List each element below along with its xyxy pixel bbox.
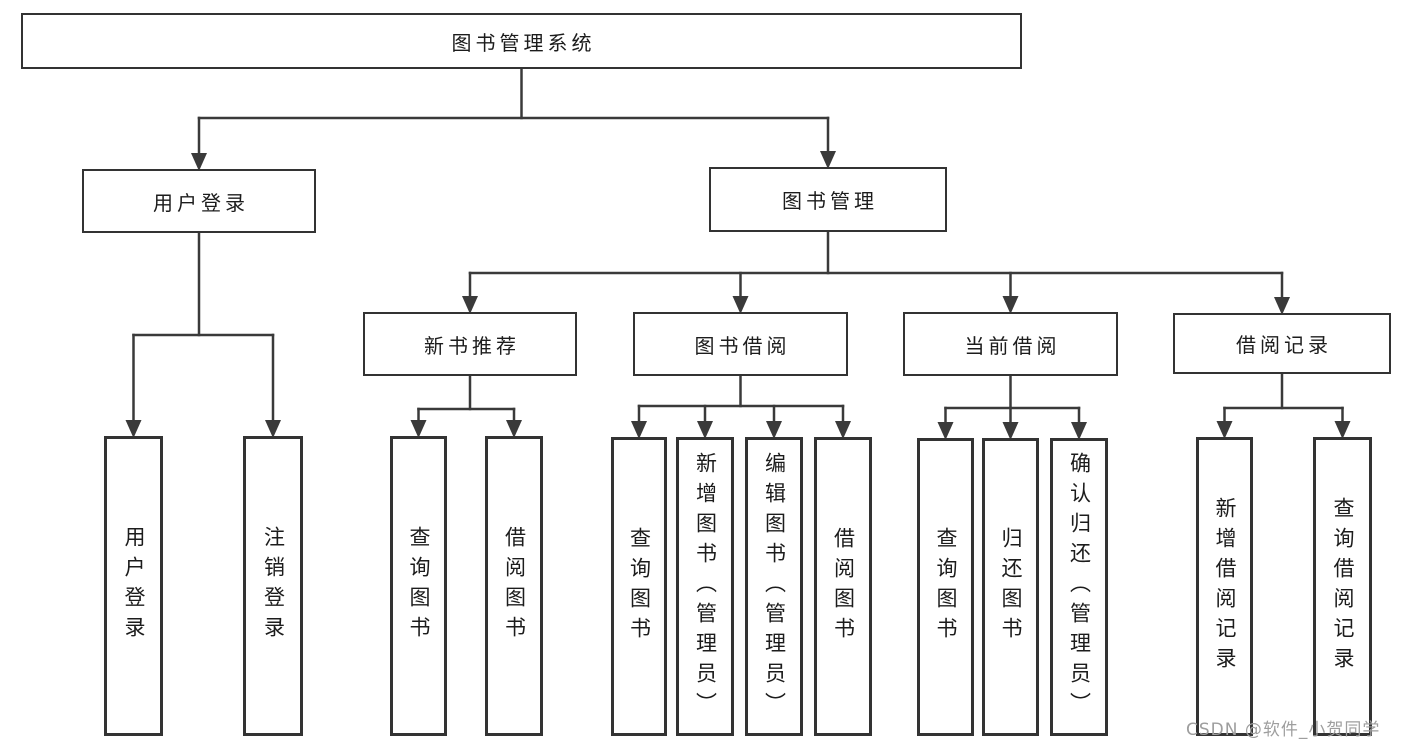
node-label: 图书管理系统 [451,30,596,55]
node-borrow-record: 借阅记录 [1173,313,1391,374]
arrowhead-icon [820,151,836,169]
node-leaf-bb-query: 查询图书 [611,437,667,736]
node-label: 图书管理 [782,189,878,213]
arrowhead-icon [835,421,851,439]
arrowhead-icon [506,420,522,438]
node-leaf-cb-return: 归还图书 [982,438,1039,736]
node-leaf-br-add: 新增借阅记录 [1196,437,1253,736]
node-new-book-recommend: 新书推荐 [363,312,577,376]
node-leaf-logout: 注销登录 [243,436,303,736]
arrowhead-icon [1274,297,1290,315]
arrowhead-icon [697,421,713,439]
node-leaf-br-query: 查询借阅记录 [1313,437,1372,736]
arrowhead-icon [191,153,207,171]
csdn-watermark: CSDN @软件_小贺同学 [1186,720,1381,740]
arrowhead-icon [1071,422,1087,440]
arrowhead-icon [766,421,782,439]
node-book-borrow: 图书借阅 [633,312,848,376]
node-leaf-rec-borrow: 借阅图书 [485,436,543,736]
arrowhead-icon [1002,296,1019,314]
arrowhead-icon [410,420,427,438]
node-leaf-cb-confirm: 确认归还（管理员） [1050,438,1108,736]
arrowhead-icon [937,422,954,440]
node-leaf-bb-borrow: 借阅图书 [814,437,872,736]
node-system-root: 图书管理系统 [21,13,1022,69]
arrowhead-icon [732,296,749,314]
node-leaf-cb-query: 查询图书 [917,438,974,736]
node-label: 新增借阅记录 [1213,496,1237,677]
node-label: 注销登录 [261,526,286,646]
node-current-borrow: 当前借阅 [903,312,1118,376]
node-leaf-user-login: 用户登录 [104,436,163,736]
arrowhead-icon [1334,421,1351,439]
node-label: 新书推荐 [424,333,520,358]
node-label: 查询图书 [934,527,958,647]
arrowhead-icon [265,420,281,438]
node-label: 新增图书（管理员） [693,451,718,722]
node-label: 查询借阅记录 [1331,496,1355,677]
arrowhead-icon [125,420,142,438]
node-label: 借阅记录 [1236,333,1332,357]
arrowhead-icon [1216,421,1233,439]
node-label: 归还图书 [999,527,1023,647]
arrowhead-icon [1002,422,1019,440]
node-label: 图书借阅 [694,333,791,358]
node-book-management: 图书管理 [709,167,947,232]
node-leaf-bb-add: 新增图书（管理员） [676,437,734,736]
node-label: 用户登录 [153,190,249,215]
node-label: 确认归还（管理员） [1067,452,1092,722]
node-leaf-rec-query: 查询图书 [390,436,447,736]
node-user-login: 用户登录 [82,169,316,233]
arrowhead-icon [631,421,647,439]
node-label: 查询图书 [407,526,431,646]
node-label: 借阅图书 [502,526,527,646]
node-leaf-bb-edit: 编辑图书（管理员） [745,437,803,736]
node-label: 当前借阅 [964,333,1061,358]
node-label: 编辑图书（管理员） [762,451,787,722]
node-label: 借阅图书 [831,526,856,647]
node-label: 查询图书 [627,526,652,647]
node-label: 用户登录 [122,526,146,646]
arrowhead-icon [462,296,478,314]
